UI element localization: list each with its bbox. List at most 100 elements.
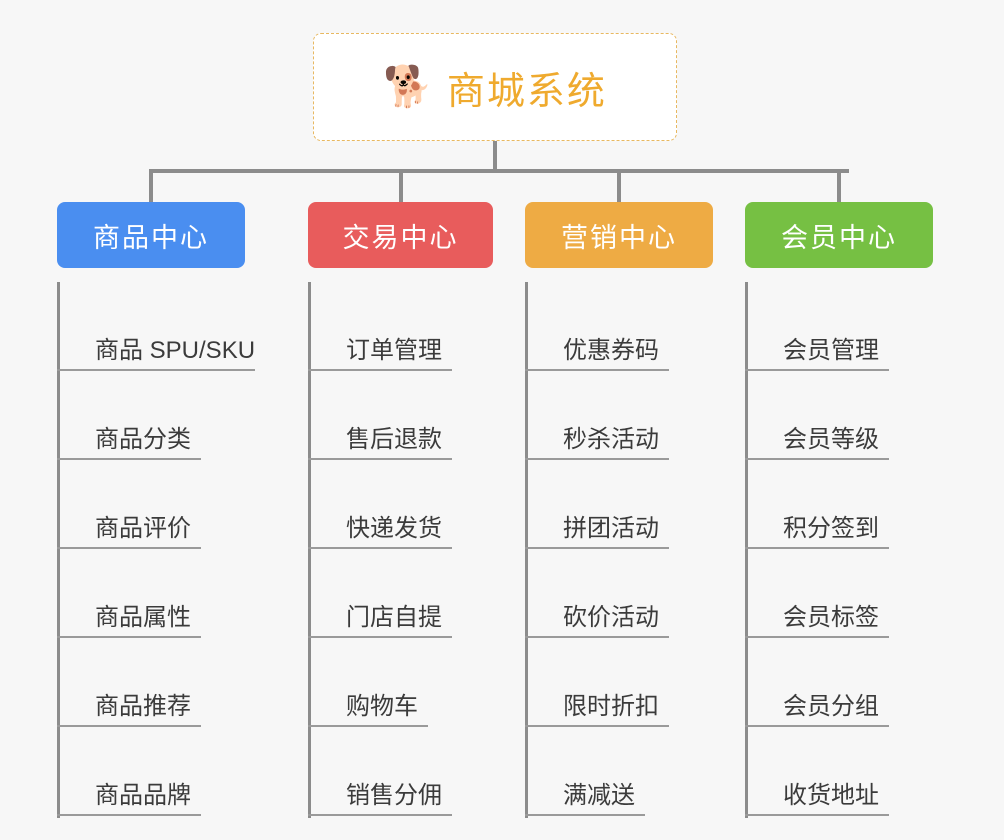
category-column-1: 商品中心商品 SPU/SKU 商品分类商品评价商品属性商品推荐商品品牌 (57, 202, 255, 818)
list-item-underline (308, 369, 452, 371)
connector-drop-3 (617, 169, 621, 202)
category-item-list-3: 优惠券码秒杀活动拼团活动砍价活动限时折扣满减送 (525, 282, 713, 818)
category-column-4: 会员中心会员管理会员等级积分签到会员标签会员分组收货地址 (745, 202, 933, 818)
list-item[interactable]: 商品 SPU/SKU (57, 282, 255, 371)
list-item-underline (308, 725, 428, 727)
category-header-label: 商品中心 (93, 222, 209, 253)
list-item-underline (57, 814, 201, 816)
list-item-label: 商品 SPU/SKU (95, 337, 256, 364)
list-item-underline (745, 547, 889, 549)
list-item-label: 会员标签 (783, 604, 879, 631)
shiba-dog-face-icon: 🐕 (383, 65, 433, 109)
list-item[interactable]: 砍价活动 (525, 549, 713, 638)
list-item-label: 销售分佣 (346, 782, 442, 809)
list-item[interactable]: 会员管理 (745, 282, 933, 371)
connector-horizontal-bus (149, 169, 849, 173)
connector-drop-4 (837, 169, 841, 202)
category-item-list-1: 商品 SPU/SKU 商品分类商品评价商品属性商品推荐商品品牌 (57, 282, 255, 818)
list-item[interactable]: 购物车 (308, 638, 493, 727)
category-header-label: 营销中心 (561, 222, 677, 253)
list-item-label: 门店自提 (346, 604, 442, 631)
list-item-underline (308, 636, 452, 638)
category-header-label: 交易中心 (342, 222, 459, 253)
category-item-list-4: 会员管理会员等级积分签到会员标签会员分组收货地址 (745, 282, 933, 818)
list-item-label: 购物车 (346, 693, 418, 720)
list-item[interactable]: 拼团活动 (525, 460, 713, 549)
root-node-mall-system[interactable]: 🐕 商城系统 (313, 33, 677, 141)
list-item-label: 秒杀活动 (563, 426, 659, 453)
list-item[interactable]: 收货地址 (745, 727, 933, 816)
category-column-3: 营销中心优惠券码秒杀活动拼团活动砍价活动限时折扣满减送 (525, 202, 713, 818)
category-header-1[interactable]: 商品中心 (57, 202, 245, 268)
list-item-underline (57, 547, 201, 549)
category-column-2: 交易中心订单管理售后退款快递发货门店自提购物车销售分佣 (308, 202, 493, 818)
list-item[interactable]: 满减送 (525, 727, 713, 816)
list-item[interactable]: 会员分组 (745, 638, 933, 727)
list-item-underline (308, 814, 452, 816)
list-item[interactable]: 积分签到 (745, 460, 933, 549)
list-item[interactable]: 订单管理 (308, 282, 493, 371)
list-item-underline (57, 636, 201, 638)
list-item-label: 会员分组 (783, 693, 879, 720)
list-item[interactable]: 秒杀活动 (525, 371, 713, 460)
list-item-label: 拼团活动 (563, 515, 659, 542)
list-item-label: 商品属性 (95, 604, 191, 631)
list-item[interactable]: 售后退款 (308, 371, 493, 460)
column-spine-line (308, 282, 311, 818)
list-item-underline (57, 458, 201, 460)
category-item-list-2: 订单管理售后退款快递发货门店自提购物车销售分佣 (308, 282, 493, 818)
list-item-label: 会员管理 (783, 337, 879, 364)
connector-drop-2 (399, 169, 403, 202)
list-item-underline (745, 814, 889, 816)
list-item-label: 优惠券码 (563, 337, 659, 364)
list-item[interactable]: 门店自提 (308, 549, 493, 638)
list-item-label: 砍价活动 (563, 604, 659, 631)
list-item-underline (525, 725, 669, 727)
list-item[interactable]: 会员等级 (745, 371, 933, 460)
list-item[interactable]: 限时折扣 (525, 638, 713, 727)
list-item-label: 积分签到 (783, 515, 879, 542)
list-item[interactable]: 商品推荐 (57, 638, 245, 727)
column-spine-line (57, 282, 60, 818)
list-item-label: 商品评价 (95, 515, 191, 542)
list-item-underline (525, 814, 645, 816)
list-item-label: 快递发货 (346, 515, 442, 542)
list-item-label: 商品推荐 (95, 693, 191, 720)
list-item-underline (57, 725, 201, 727)
category-header-3[interactable]: 营销中心 (525, 202, 713, 268)
list-item[interactable]: 商品属性 (57, 549, 245, 638)
connector-root-stem (493, 141, 497, 170)
category-header-4[interactable]: 会员中心 (745, 202, 933, 268)
list-item-underline (525, 369, 669, 371)
list-item-label: 商品分类 (95, 426, 191, 453)
list-item-label: 收货地址 (783, 782, 879, 809)
list-item-underline (745, 725, 889, 727)
list-item-underline (525, 458, 669, 460)
list-item-underline (57, 369, 255, 371)
column-spine-line (745, 282, 748, 818)
list-item[interactable]: 会员标签 (745, 549, 933, 638)
list-item[interactable]: 商品评价 (57, 460, 245, 549)
column-spine-line (525, 282, 528, 818)
list-item[interactable]: 快递发货 (308, 460, 493, 549)
list-item-underline (745, 458, 889, 460)
list-item-underline (525, 636, 669, 638)
list-item-underline (525, 547, 669, 549)
list-item[interactable]: 销售分佣 (308, 727, 493, 816)
connector-drop-1 (149, 169, 153, 202)
category-header-2[interactable]: 交易中心 (308, 202, 493, 268)
list-item-label: 限时折扣 (563, 693, 659, 720)
list-item-underline (308, 458, 452, 460)
list-item-label: 商品品牌 (95, 782, 191, 809)
root-node-label: 商城系统 (446, 70, 607, 113)
list-item[interactable]: 商品分类 (57, 371, 245, 460)
list-item-underline (745, 369, 889, 371)
list-item-label: 订单管理 (346, 337, 442, 364)
list-item-label: 会员等级 (783, 426, 879, 453)
list-item-label: 售后退款 (346, 426, 442, 453)
list-item[interactable]: 优惠券码 (525, 282, 713, 371)
list-item-label: 满减送 (563, 782, 635, 809)
category-header-label: 会员中心 (781, 222, 897, 253)
list-item[interactable]: 商品品牌 (57, 727, 245, 816)
